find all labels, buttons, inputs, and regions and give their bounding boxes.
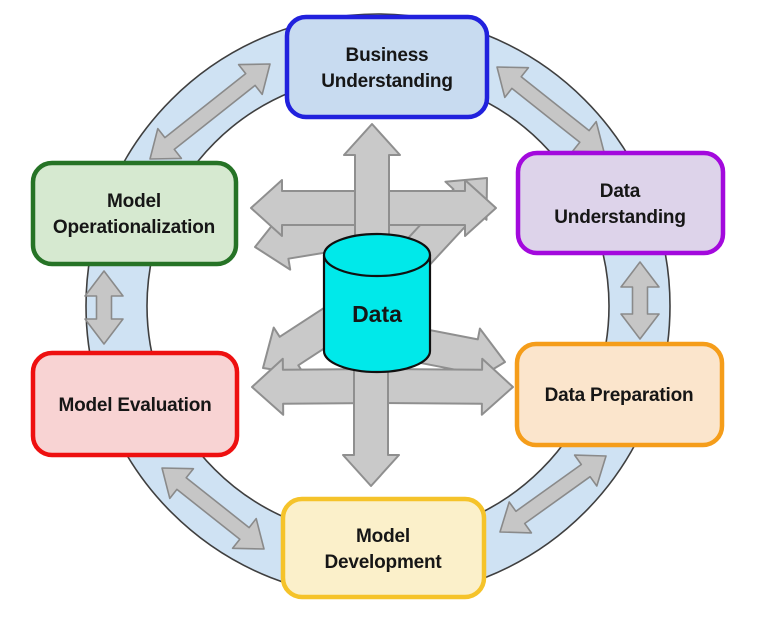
- data-label: Data: [352, 301, 402, 327]
- data-cylinder-icon: Data: [322, 232, 432, 374]
- node-business-understanding: Business Understanding: [284, 14, 490, 120]
- cylinder-top: [322, 232, 432, 278]
- node-data-preparation: Data Preparation: [514, 341, 725, 448]
- model-development-label-line2: Development: [324, 552, 442, 573]
- data-preparation-box: [514, 341, 725, 448]
- stage-boxes: Business Understanding Data Understandin…: [30, 14, 726, 600]
- model-operationalization-label-line2: Operationalization: [53, 217, 215, 238]
- data-understanding-label-line1: Data: [600, 181, 641, 202]
- model-operationalization-label-line1: Model: [107, 191, 161, 212]
- ring-double-arrow: [84, 270, 124, 345]
- business-understanding-label-line1: Business: [346, 45, 429, 66]
- node-model-operationalization: Model Operationalization: [30, 160, 239, 267]
- ring-double-arrow: [620, 261, 660, 340]
- data-preparation-label: Data Preparation: [545, 385, 694, 406]
- model-development-box: [280, 496, 487, 600]
- ring-gap-arrows: [84, 63, 660, 550]
- model-evaluation-box: [30, 350, 240, 458]
- cylinder-body: [322, 255, 432, 374]
- model-evaluation-label: Model Evaluation: [58, 395, 211, 416]
- node-model-development: Model Development: [280, 496, 487, 600]
- data-understanding-box: [515, 150, 726, 256]
- business-understanding-label-line2: Understanding: [321, 71, 452, 92]
- ring-double-arrow: [499, 454, 607, 534]
- node-data-understanding: Data Understanding: [515, 150, 726, 256]
- ring-double-arrow: [149, 63, 271, 160]
- model-operationalization-box: [30, 160, 239, 267]
- radial-arrow: [375, 179, 497, 237]
- node-model-evaluation: Model Evaluation: [30, 350, 240, 458]
- ring-double-arrow: [161, 467, 265, 550]
- business-understanding-box: [284, 14, 490, 120]
- model-development-label-line1: Model: [356, 526, 410, 547]
- data-understanding-label-line2: Understanding: [554, 207, 685, 228]
